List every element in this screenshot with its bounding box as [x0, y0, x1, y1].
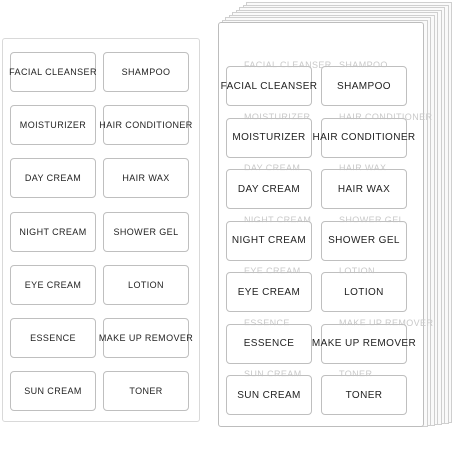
stacked-label-shampoo: SHAMPOO — [321, 66, 407, 106]
ghost-label-text: TONER — [339, 369, 373, 379]
label-sun-cream: SUN CREAM — [10, 371, 96, 412]
ghost-label-text: ESSENCE — [244, 317, 290, 328]
label-make-up-remover: MAKE UP REMOVER — [99, 318, 193, 358]
label-lotion: LOTION — [103, 264, 189, 305]
ghost-label-text: MAKE UP REMOVER — [339, 317, 434, 328]
stacked-label-eye-cream: EYE CREAM — [226, 272, 312, 312]
label-shampoo: SHAMPOO — [103, 52, 189, 92]
label-essence: ESSENCE — [10, 318, 96, 358]
stacked-label-sun-cream: SUN CREAM — [226, 375, 312, 415]
ghost-label-text: EYE CREAM — [244, 266, 301, 276]
ghost-label-text: HAIR WAX — [339, 163, 387, 173]
stacked-label-essence: ESSENCE — [226, 323, 312, 364]
label-day-cream: DAY CREAM — [10, 158, 96, 199]
stacked-label-hair-conditioner: HAIR CONDITIONER — [312, 117, 415, 158]
ghost-label-text: FACIAL CLEANSER — [244, 60, 332, 70]
label-toner: TONER — [103, 371, 189, 412]
label-night-cream: NIGHT CREAM — [10, 211, 96, 252]
ghost-label-text: LOTION — [339, 266, 375, 276]
label-eye-cream: EYE CREAM — [10, 264, 96, 305]
ghost-label-text: HAIR CONDITIONER — [339, 111, 433, 122]
label-hair-conditioner: HAIR CONDITIONER — [99, 105, 192, 146]
stacked-label-moisturizer: MOISTURIZER — [226, 117, 312, 158]
stacked-label-day-cream: DAY CREAM — [226, 169, 312, 209]
ghost-label-text: SHAMPOO — [339, 60, 388, 70]
ghost-label-text: SHOWER GEL — [339, 214, 405, 225]
label-moisturizer: MOISTURIZER — [10, 105, 96, 146]
ghost-label-text: SUN CREAM — [244, 369, 302, 379]
stacked-label-make-up-remover: MAKE UP REMOVER — [312, 323, 416, 364]
stacked-label-hair-wax: HAIR WAX — [321, 169, 407, 209]
stacked-label-toner: TONER — [321, 375, 407, 415]
label-facial-cleanser: FACIAL CLEANSER — [9, 52, 96, 92]
ghost-label-text: MOISTURIZER — [244, 111, 311, 122]
stacked-label-lotion: LOTION — [321, 272, 407, 312]
stacked-label-shower-gel: SHOWER GEL — [321, 220, 407, 261]
ghost-label-text: DAY CREAM — [244, 163, 301, 173]
stacked-label-night-cream: NIGHT CREAM — [226, 220, 312, 261]
stacked-label-facial-cleanser: FACIAL CLEANSER — [221, 66, 317, 106]
ghost-label-text: NIGHT CREAM — [244, 214, 312, 225]
label-shower-gel: SHOWER GEL — [103, 211, 189, 252]
label-hair-wax: HAIR WAX — [103, 158, 189, 199]
